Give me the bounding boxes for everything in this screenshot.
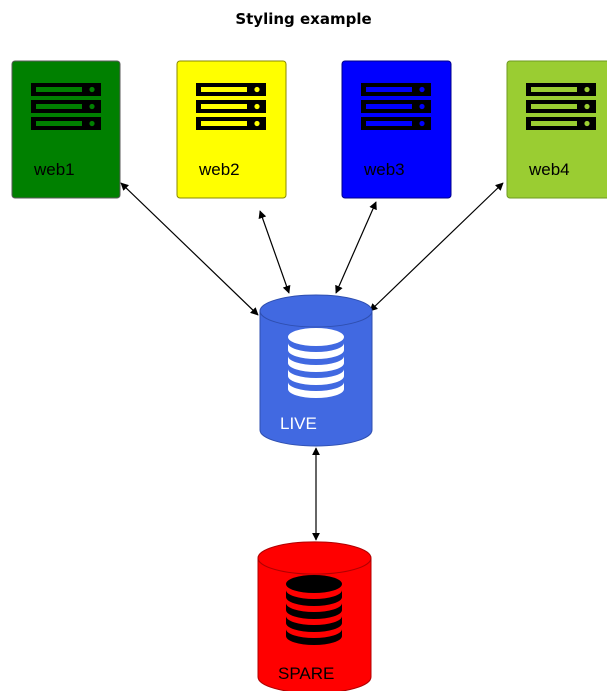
connector-web1-live xyxy=(120,182,259,316)
connector-web2-live xyxy=(258,210,291,294)
server-label: web3 xyxy=(363,160,405,179)
database-label: LIVE xyxy=(280,414,317,433)
connector-web3-live xyxy=(335,201,377,294)
database-disk xyxy=(286,616,342,632)
server-node-web4[interactable]: web4 xyxy=(506,60,607,199)
server-rack-icon xyxy=(526,83,596,130)
server-label: web2 xyxy=(198,160,240,179)
database-stack-icon xyxy=(286,575,342,645)
database-disk xyxy=(286,603,342,619)
database-disk xyxy=(286,590,342,606)
database-disk xyxy=(288,343,344,359)
database-label: SPARE xyxy=(278,664,334,683)
database-node-spare[interactable]: SPARE xyxy=(257,541,372,691)
diagram-title: Styling example xyxy=(235,10,372,28)
database-disk xyxy=(286,575,342,593)
database-stack-icon xyxy=(288,328,344,398)
server-label: web4 xyxy=(528,160,570,179)
database-disk xyxy=(288,356,344,372)
database-disk xyxy=(288,382,344,398)
connector-web4-live xyxy=(369,182,504,312)
database-disk xyxy=(288,369,344,385)
server-node-web2[interactable]: web2 xyxy=(176,60,287,199)
server-rack-icon xyxy=(361,83,431,130)
server-label: web1 xyxy=(33,160,75,179)
server-node-web1[interactable]: web1 xyxy=(11,60,121,199)
database-disk xyxy=(286,629,342,645)
server-node-web3[interactable]: web3 xyxy=(341,60,452,199)
server-rack-icon xyxy=(196,83,266,130)
database-disk xyxy=(288,328,344,346)
connectors xyxy=(120,182,504,541)
server-rack-icon xyxy=(31,83,101,130)
database-node-live[interactable]: LIVE xyxy=(259,294,373,447)
